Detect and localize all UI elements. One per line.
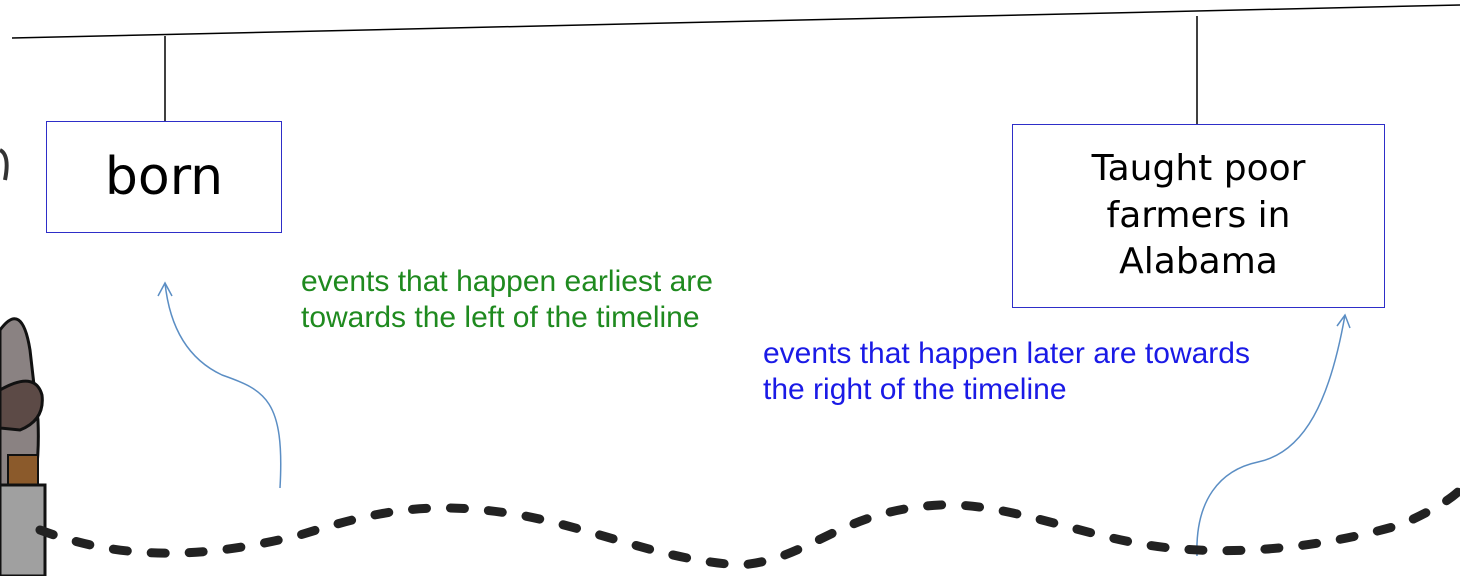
event-label-taught: Taught poor farmers in Alabama (1091, 147, 1306, 283)
event-label-born: born (104, 147, 224, 207)
note-earliest: events that happen earliest are towards … (301, 265, 713, 334)
winding-path (35, 485, 1460, 570)
arrow-to-taught (1196, 313, 1351, 557)
event-box-born: born (46, 121, 282, 233)
event-box-taught: Taught poor farmers in Alabama (1012, 124, 1385, 308)
note-later: events that happen later are towards the… (763, 337, 1250, 406)
arrow-to-born (157, 281, 282, 489)
character-illustration (0, 148, 47, 576)
timeline-line (11, 4, 1460, 39)
